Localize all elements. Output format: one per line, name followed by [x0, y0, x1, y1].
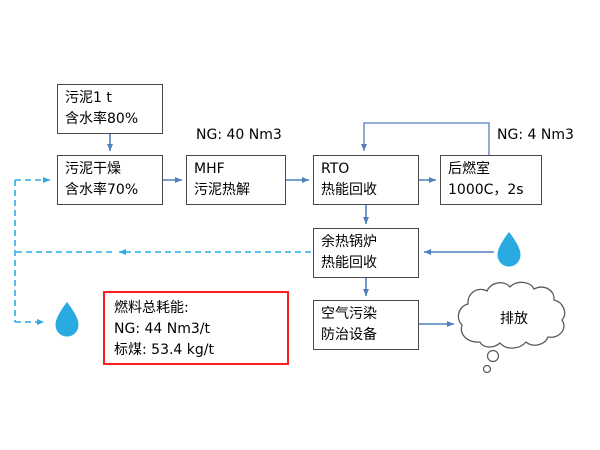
node-rto: RTO 热能回收 — [313, 155, 419, 205]
fuel-summary-line2: NG: 44 Nm3/t — [114, 321, 210, 337]
node-sludge-input-line2: 含水率80% — [65, 111, 139, 127]
node-waste-heat-boiler: 余热锅炉 热能回收 — [313, 228, 419, 278]
cloud-icon — [457, 281, 566, 374]
node-waste-heat-boiler-line2: 热能回收 — [321, 255, 377, 271]
node-mhf: MHF 污泥热解 — [186, 155, 286, 205]
label-ng-mhf: NG: 40 Nm3 — [196, 127, 282, 143]
emission-label: 排放 — [500, 311, 528, 327]
node-air-pollution-control: 空气污染 防治设备 — [313, 300, 419, 350]
node-afterburner-line2: 1000C，2s — [448, 182, 524, 198]
node-afterburner-line1: 后燃室 — [448, 161, 490, 177]
fuel-summary-line3: 标煤: 53.4 kg/t — [114, 342, 214, 358]
node-rto-line1: RTO — [321, 161, 350, 177]
emission-cloud — [456, 280, 572, 380]
node-mhf-line2: 污泥热解 — [194, 182, 250, 198]
node-sludge-input: 污泥1 t 含水率80% — [57, 84, 163, 134]
arrow-afterburner-feedback-to-rto — [361, 122, 490, 155]
node-rto-line2: 热能回收 — [321, 182, 377, 198]
node-air-pollution-control-line2: 防治设备 — [321, 327, 377, 343]
water-drop-icon — [55, 302, 79, 337]
node-air-pollution-control-line1: 空气污染 — [321, 306, 377, 322]
water-drop-icon — [497, 232, 521, 267]
label-ng-afterburner: NG: 4 Nm3 — [497, 127, 574, 143]
fuel-summary-line1: 燃料总耗能: — [114, 300, 189, 316]
node-afterburner: 后燃室 1000C，2s — [440, 155, 542, 205]
node-sludge-drying-line1: 污泥干燥 — [65, 161, 121, 177]
node-mhf-line1: MHF — [194, 161, 225, 177]
node-sludge-drying: 污泥干燥 含水率70% — [57, 155, 163, 205]
water-drop-right — [494, 230, 524, 268]
node-waste-heat-boiler-line1: 余热锅炉 — [321, 234, 377, 250]
water-drop-left — [52, 300, 82, 338]
node-sludge-drying-line2: 含水率70% — [65, 182, 139, 198]
node-sludge-input-line1: 污泥1 t — [65, 90, 112, 106]
fuel-summary-box: 燃料总耗能: NG: 44 Nm3/t 标煤: 53.4 kg/t — [103, 291, 289, 365]
